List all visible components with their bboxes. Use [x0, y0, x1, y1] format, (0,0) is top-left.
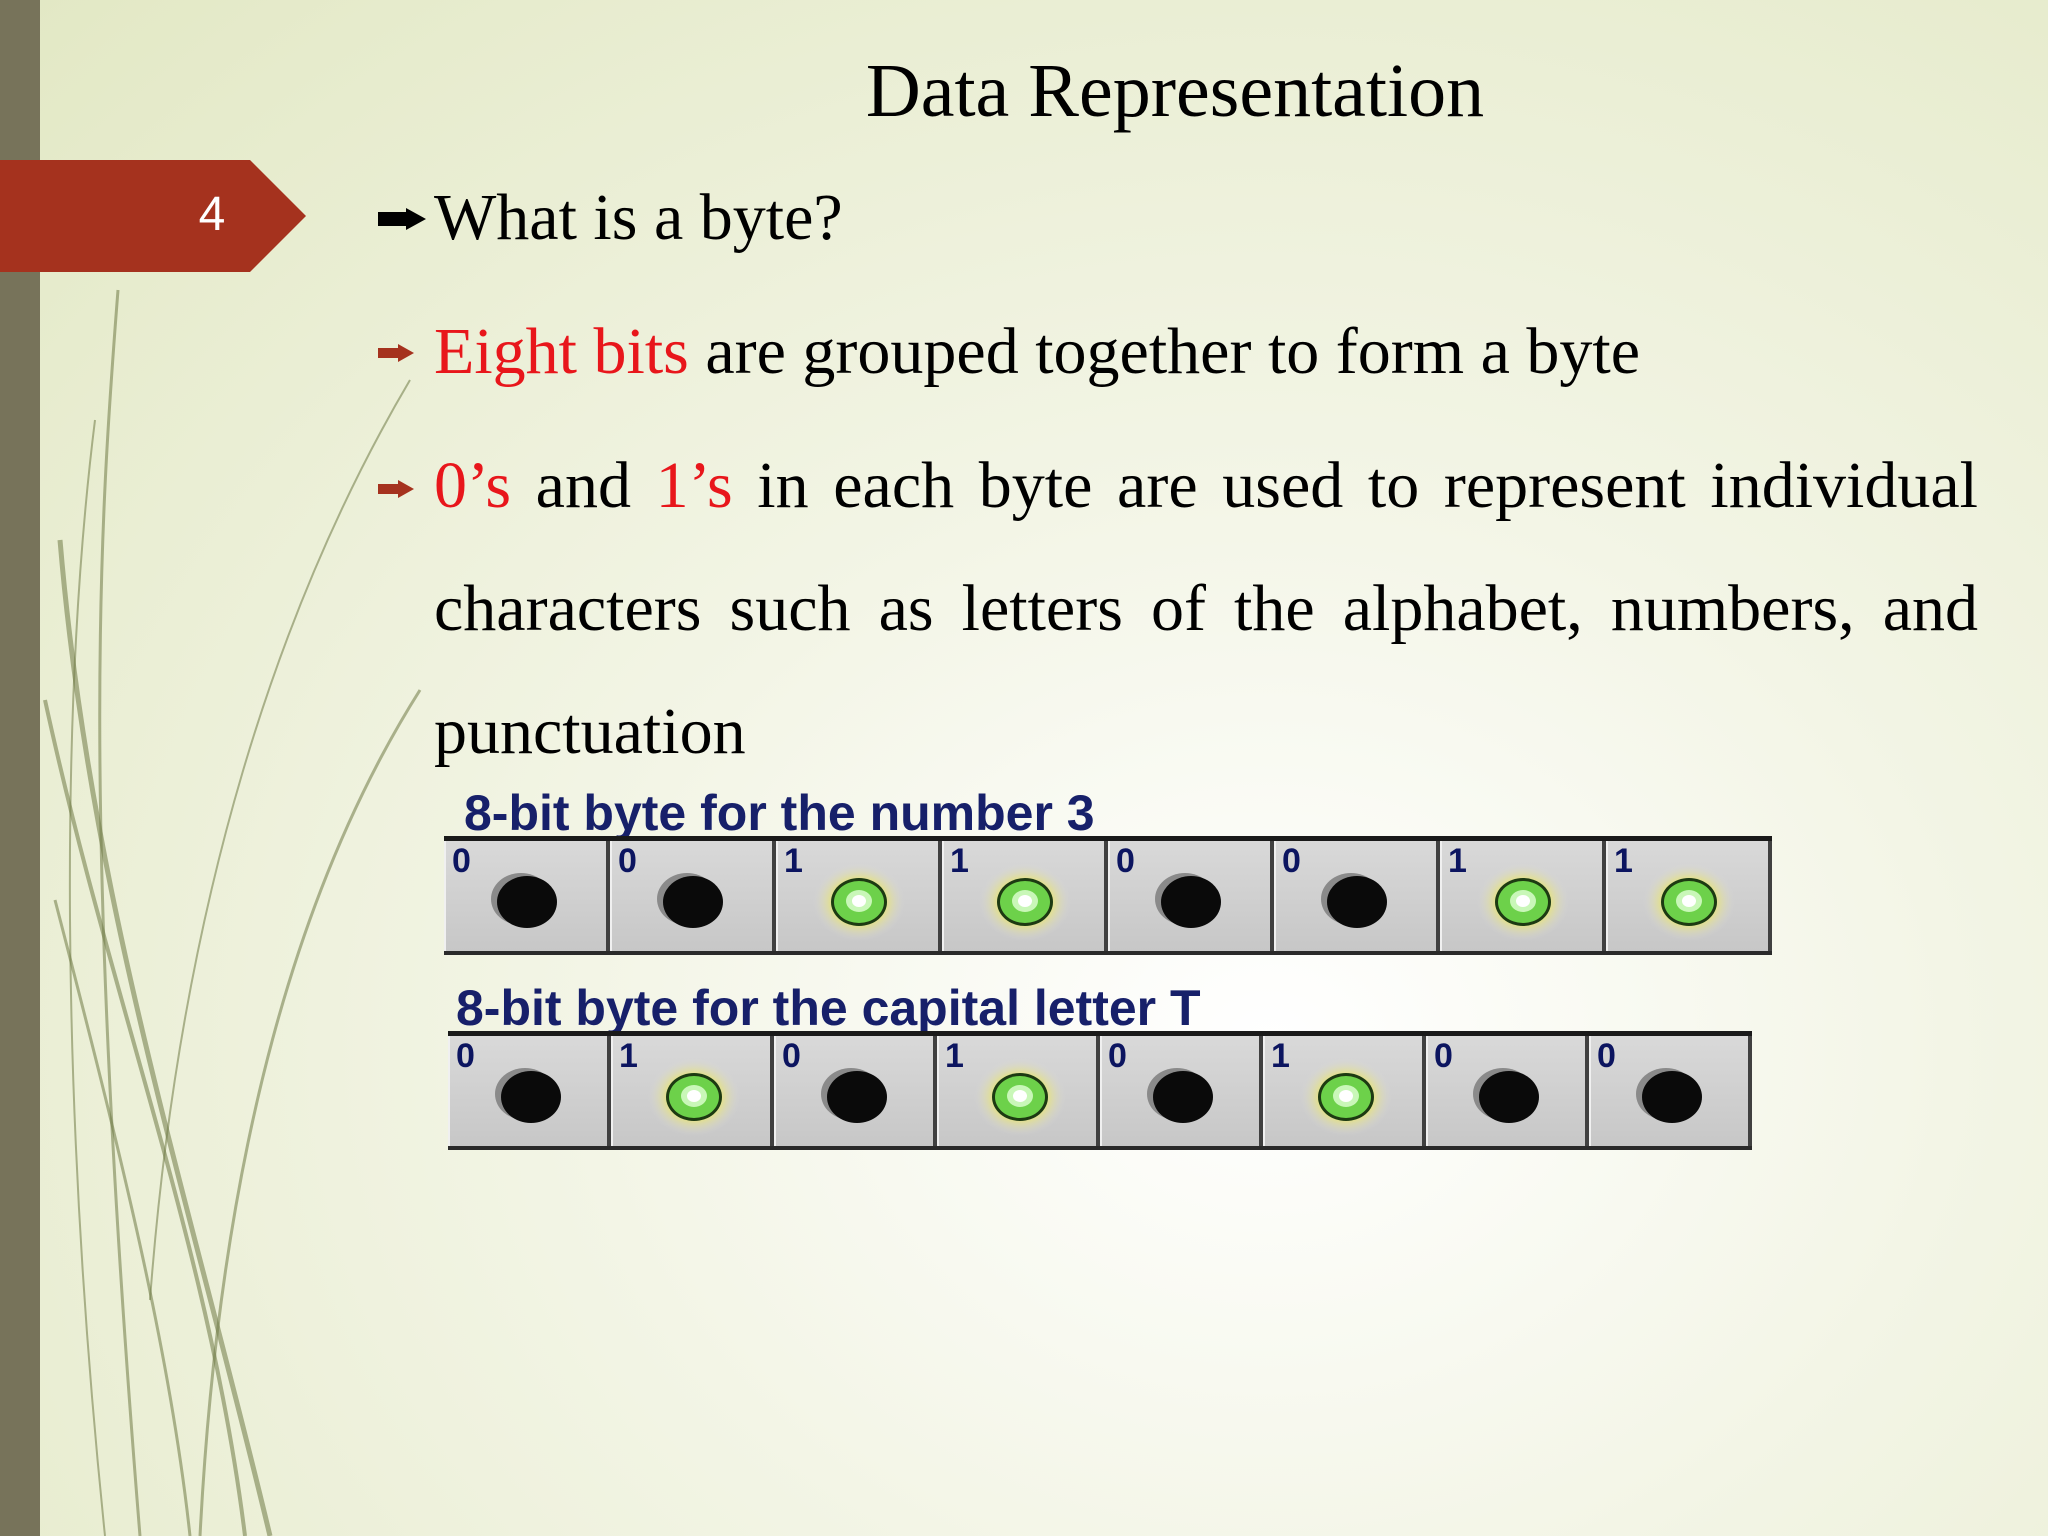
bit-value: 1	[784, 842, 803, 880]
bit-cell: 1	[776, 841, 942, 951]
led-on-icon	[1643, 863, 1735, 941]
byte-row-2-label: 8-bit byte for the capital letter T	[456, 980, 1201, 1036]
arrow-bullet-icon	[378, 344, 414, 362]
bit-value: 0	[1282, 842, 1301, 880]
led-on-icon	[979, 863, 1071, 941]
arrow-bullet-icon	[378, 208, 426, 230]
led-off-icon	[1155, 873, 1221, 928]
bit-cell: 1	[1606, 841, 1772, 951]
bit-value: 1	[1271, 1037, 1290, 1075]
led-on-icon	[1477, 863, 1569, 941]
bit-value: 0	[1597, 1037, 1616, 1075]
bit-value: 0	[1116, 842, 1135, 880]
bullet-3-and: and	[511, 449, 656, 522]
bit-value: 0	[1108, 1037, 1127, 1075]
led-off-icon	[657, 873, 723, 928]
bit-value: 0	[456, 1037, 475, 1075]
bit-value: 1	[1448, 842, 1467, 880]
bullet-2-text: are grouped together to form a byte	[688, 315, 1640, 388]
bit-cell: 1	[937, 1036, 1100, 1146]
arrow-bullet-icon	[378, 480, 414, 498]
led-on-icon	[648, 1058, 740, 1136]
bit-cell: 1	[1440, 841, 1606, 951]
led-off-icon	[1636, 1068, 1702, 1123]
bit-cell: 0	[444, 841, 610, 951]
bullet-3-text: in each byte are used to represent indiv…	[434, 449, 1978, 768]
led-off-icon	[1321, 873, 1387, 928]
byte-row-1-label: 8-bit byte for the number 3	[464, 785, 1095, 841]
led-off-icon	[821, 1068, 887, 1123]
led-off-icon	[495, 1068, 561, 1123]
byte-row-2: 0 1 0 1 0 1 0 0	[448, 1031, 1752, 1150]
bullet-1: What is a byte?	[434, 178, 843, 258]
bit-value: 1	[1614, 842, 1633, 880]
bullet-2: Eight bits are grouped together to form …	[434, 312, 1640, 392]
bit-cell: 1	[611, 1036, 774, 1146]
bullet-3-ones: 1’s	[655, 449, 733, 522]
bit-cell: 1	[942, 841, 1108, 951]
led-on-icon	[813, 863, 905, 941]
slide-title: Data Representation	[865, 49, 1485, 133]
bit-cell: 0	[1100, 1036, 1263, 1146]
bit-cell: 0	[1108, 841, 1274, 951]
led-on-icon	[974, 1058, 1066, 1136]
bullet-3: 0’s and 1’s in each byte are used to rep…	[434, 424, 1978, 793]
bit-cell: 0	[1426, 1036, 1589, 1146]
bit-value: 0	[782, 1037, 801, 1075]
bit-value: 0	[452, 842, 471, 880]
bit-cell: 0	[1274, 841, 1440, 951]
led-off-icon	[491, 873, 557, 928]
led-on-icon	[1300, 1058, 1392, 1136]
bit-cell: 0	[448, 1036, 611, 1146]
slide-number: 4	[198, 188, 226, 241]
byte-row-1: 0 0 1 1 0 0 1 1	[444, 836, 1772, 955]
led-off-icon	[1473, 1068, 1539, 1123]
bit-value: 1	[619, 1037, 638, 1075]
bullet-2-highlight: Eight bits	[434, 315, 689, 388]
bullet-1-text: What is a byte?	[434, 181, 843, 254]
bit-cell: 0	[774, 1036, 937, 1146]
led-off-icon	[1147, 1068, 1213, 1123]
bit-value: 0	[1434, 1037, 1453, 1075]
bit-cell: 0	[610, 841, 776, 951]
bit-cell: 1	[1263, 1036, 1426, 1146]
slide-number-tab	[0, 160, 306, 272]
bullet-3-zeros: 0’s	[434, 449, 512, 522]
bit-cell: 0	[1589, 1036, 1752, 1146]
bit-value: 1	[950, 842, 969, 880]
bit-value: 1	[945, 1037, 964, 1075]
bit-value: 0	[618, 842, 637, 880]
